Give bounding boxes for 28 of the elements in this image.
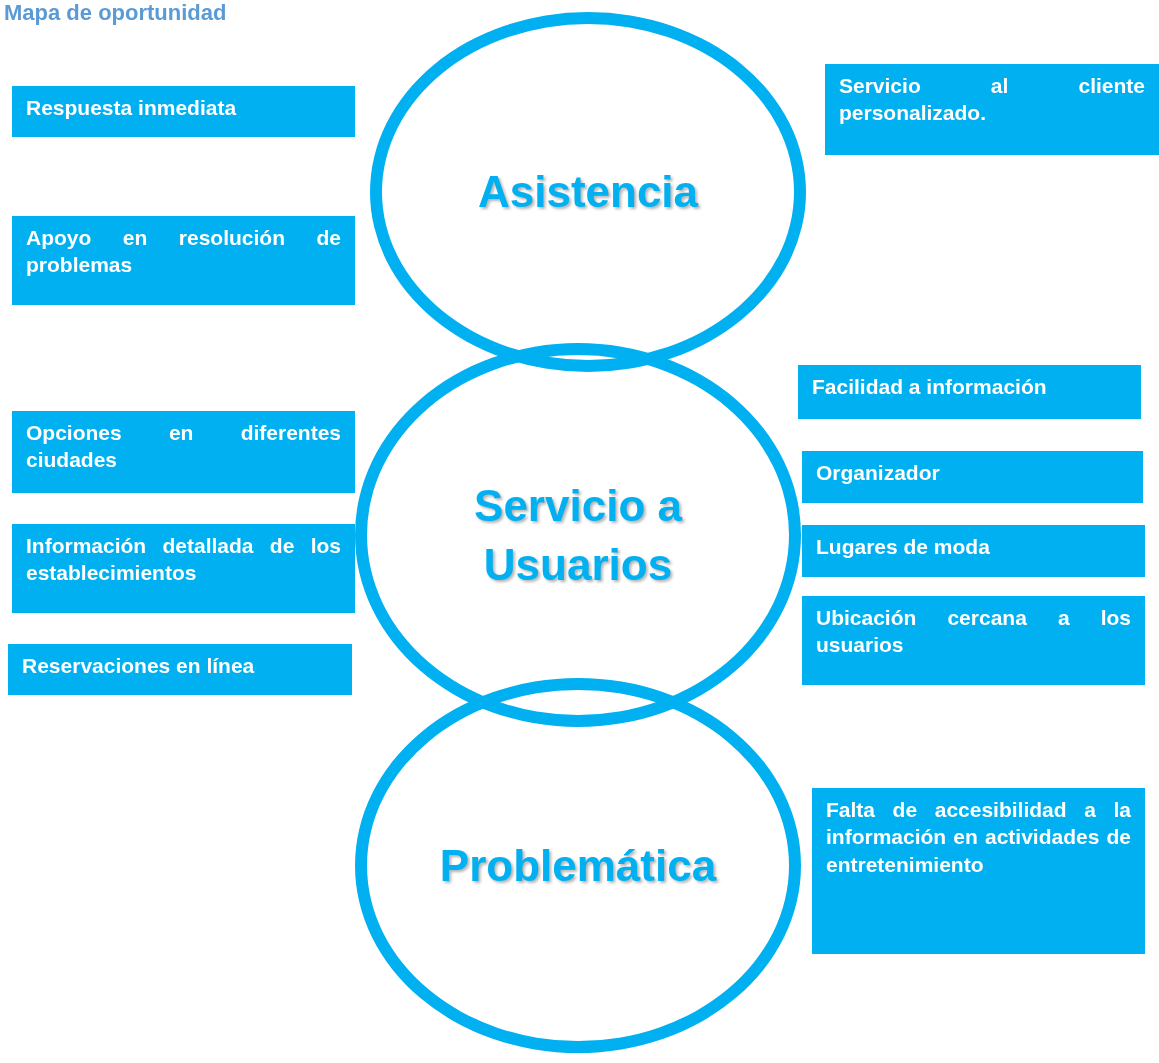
box-text: Opciones en diferentes ciudades	[26, 420, 341, 474]
text-box	[802, 451, 1143, 503]
text-box	[812, 788, 1145, 954]
box-text: Falta de accesibilidad a la información en actividades de entretenimiento	[826, 797, 1131, 878]
box-text: Respuesta inmediata	[26, 95, 238, 121]
box-text: Ubicación cercana a los usuarios	[816, 605, 1131, 659]
text-box	[802, 525, 1145, 577]
text-box	[12, 86, 355, 137]
box-text: Reservaciones en línea	[22, 653, 256, 679]
topic-circle	[370, 12, 806, 372]
text-box	[12, 216, 355, 305]
topic-circle	[355, 678, 801, 1053]
box-text: Organizador	[816, 460, 941, 486]
circle-label: Servicio a Usuarios	[473, 479, 684, 591]
box-text: Servicio al cliente personalizado.	[839, 73, 1145, 127]
diagram-title: Mapa de oportunidad	[4, 0, 227, 26]
text-box	[802, 596, 1145, 685]
text-box	[8, 644, 352, 695]
text-box	[825, 64, 1159, 155]
box-text: Información detallada de los establecimientos	[26, 533, 341, 587]
box-text: Facilidad a información	[812, 374, 1048, 400]
box-text: Lugares de moda	[816, 534, 991, 560]
text-box	[12, 524, 355, 613]
circle-label: Asistencia	[476, 166, 700, 219]
circle-label: Problemática	[438, 839, 718, 892]
text-box	[12, 411, 355, 493]
box-text: Apoyo en resolución de problemas	[26, 225, 341, 279]
text-box	[798, 365, 1141, 419]
